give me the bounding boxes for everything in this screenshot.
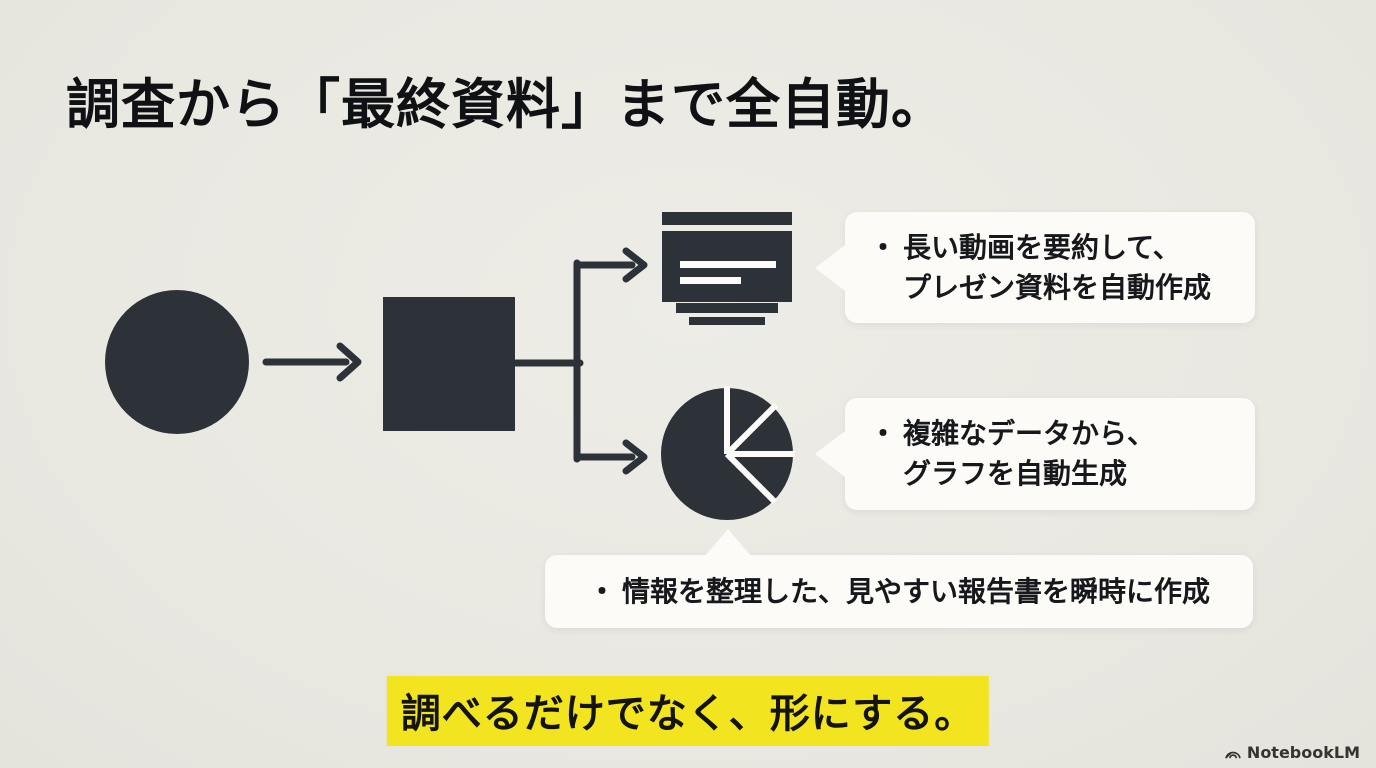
bubble-tail-left	[815, 242, 849, 294]
pie-chart-icon	[661, 386, 795, 520]
bullet-point: ・	[869, 231, 898, 264]
bullet-point: ・	[587, 574, 616, 608]
notebooklm-logo-icon	[1225, 751, 1241, 759]
bubble-line: プレゼン資料を自動作成	[903, 271, 1212, 304]
callout-video-summary: ・ 長い動画を要約して、 プレゼン資料を自動作成	[815, 212, 1255, 323]
branch-connector	[512, 247, 648, 475]
bubble-tail-up	[704, 529, 752, 557]
slide-title: 調査から「最終資料」まで全自動。	[66, 73, 946, 136]
arrow-right-icon	[262, 342, 362, 382]
bubble-line: 長い動画を要約して、	[903, 231, 1181, 264]
circle-shape-icon	[105, 290, 249, 434]
bullet-point: ・	[869, 417, 898, 450]
bubble-tail-left	[815, 428, 849, 480]
brand-name: NotebookLM	[1246, 743, 1360, 762]
callout-auto-graph: ・ 複雑なデータから、 グラフを自動生成	[815, 398, 1255, 510]
bubble-line: グラフを自動生成	[903, 457, 1128, 490]
callout-instant-report: ・ 情報を整理した、見やすい報告書を瞬時に作成	[545, 529, 1253, 628]
brand-footer: NotebookLM	[1224, 743, 1360, 762]
presentation-slides-icon	[662, 212, 792, 325]
bubble-line: 情報を整理した、見やすい報告書を瞬時に作成	[622, 574, 1211, 608]
bubble-line: 複雑なデータから、	[903, 417, 1156, 450]
highlighted-tagline: 調べるだけでなく、形にする。	[386, 676, 990, 746]
tagline-container: 調べるだけでなく、形にする。	[386, 676, 990, 746]
square-shape-icon	[383, 297, 515, 431]
